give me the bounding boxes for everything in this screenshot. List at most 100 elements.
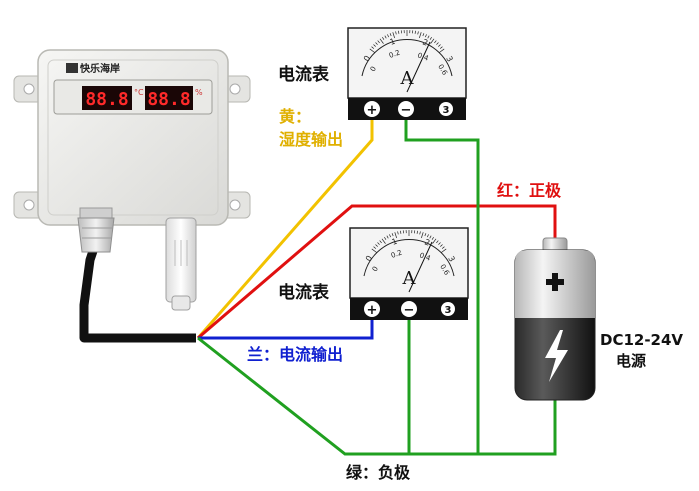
svg-text:0: 0 <box>369 65 378 73</box>
yellow-wire <box>196 118 374 339</box>
black-cable <box>79 243 196 343</box>
meter-tick <box>441 246 445 249</box>
display-temperature: 88.8 <box>85 89 128 110</box>
meter-tick <box>400 230 402 234</box>
blue-wire-label: 兰：电流输出 <box>247 345 343 364</box>
meter-tick <box>438 44 441 47</box>
svg-text:3: 3 <box>443 105 450 116</box>
meter-tick <box>371 46 375 49</box>
meter-tick <box>392 32 395 39</box>
meter-tick <box>387 34 390 38</box>
meter-tick <box>434 40 437 44</box>
meter-tick <box>439 46 443 49</box>
terminal-negative <box>401 301 417 317</box>
meter-tick <box>429 235 432 239</box>
meter-tick <box>391 233 394 237</box>
meter-tick <box>436 42 439 45</box>
svg-text:0.2: 0.2 <box>388 49 401 60</box>
green-wire-meter-top <box>404 118 480 454</box>
svg-text:0: 0 <box>371 265 380 273</box>
meter-tick <box>375 244 378 247</box>
svg-text:1: 1 <box>389 37 397 47</box>
meter-tick <box>421 232 424 239</box>
meter-tick <box>432 238 437 244</box>
meter-tick <box>431 236 434 240</box>
meter-tick <box>375 42 378 45</box>
meter-tick <box>379 240 382 244</box>
terminal-positive <box>364 101 380 117</box>
svg-text:−: − <box>401 103 412 118</box>
meter-needle <box>408 241 433 293</box>
yellow-wire-label-1: 黄： <box>279 107 311 126</box>
meter-tick <box>422 33 425 37</box>
meter-tick <box>394 232 397 239</box>
unit-temperature: °C <box>134 88 144 97</box>
battery <box>514 237 596 401</box>
meter-tick <box>430 38 435 44</box>
meter-tick <box>417 31 419 35</box>
meter-tick <box>384 35 387 39</box>
meter-tick <box>377 242 380 245</box>
sensor-device: 快乐海岸 88.8 88.8 °C % <box>13 49 251 311</box>
plus-icon <box>546 273 564 291</box>
meter-tick <box>397 231 399 235</box>
meter-tick <box>414 30 416 34</box>
wires <box>79 118 557 456</box>
meter-tick <box>424 233 427 237</box>
ammeter-bottom: 0 1 2 3 0 0.2 0.4 0.6 A + − 3 <box>349 227 469 320</box>
svg-text:+: + <box>367 103 378 118</box>
meter-tick <box>381 238 386 244</box>
meter-tick <box>373 44 376 47</box>
battery-voltage-label: DC12-24V <box>600 331 683 349</box>
meter-tick <box>386 235 389 239</box>
blue-wire <box>198 318 374 340</box>
meter-tick <box>439 48 445 53</box>
meter-tick <box>438 242 441 245</box>
meter-tick <box>382 36 385 40</box>
meter-tick <box>426 234 429 238</box>
meter-tick <box>377 40 380 44</box>
meter-tick <box>389 234 392 238</box>
meter-tick <box>398 30 400 34</box>
meter-tick <box>419 32 422 39</box>
meter-tick <box>369 48 375 53</box>
svg-text:1: 1 <box>391 237 399 247</box>
meter-tick <box>429 36 432 40</box>
meter-tick <box>436 240 439 244</box>
meter-tick <box>371 248 377 253</box>
meter-tick <box>416 230 418 234</box>
meter-tick <box>384 236 387 240</box>
svg-text:3: 3 <box>446 255 456 264</box>
scale-major-labels: 0 1 2 3 <box>364 237 457 264</box>
meter-needle <box>406 41 431 93</box>
green-wire-label: 绿：负极 <box>346 463 411 482</box>
meter-tick <box>440 244 443 247</box>
meter-tick <box>389 33 392 37</box>
meter-unit: A <box>400 68 415 89</box>
meter-tick <box>373 246 377 249</box>
svg-text:3: 3 <box>445 305 452 316</box>
scale-major-labels: 0 1 2 3 <box>362 37 455 64</box>
meter-tick <box>419 231 421 235</box>
meter-tick <box>424 34 427 38</box>
yellow-wire-label-2: 湿度输出 <box>278 130 343 149</box>
brand-logo: 快乐海岸 <box>66 62 120 75</box>
terminal-3 <box>439 102 453 116</box>
cable-gland <box>77 207 115 253</box>
terminal-positive <box>364 301 380 317</box>
svg-text:2: 2 <box>423 237 431 247</box>
humidity-probe <box>165 217 197 311</box>
battery-power-label: 电源 <box>616 352 646 370</box>
meter-tick <box>379 38 384 44</box>
ammeter-top: 0 1 2 3 0 0.2 0.4 0.6 A + − 3 <box>347 27 467 120</box>
red-wire-label: 红：正极 <box>497 181 562 200</box>
meter-bottom-label: 电流表 <box>278 282 330 303</box>
svg-text:快乐海岸: 快乐海岸 <box>79 62 120 75</box>
svg-text:2: 2 <box>421 37 429 47</box>
meter-tick <box>427 35 430 39</box>
svg-text:+: + <box>367 303 378 318</box>
svg-text:−: − <box>404 303 415 318</box>
sensor-housing <box>37 49 229 226</box>
green-wire <box>197 336 557 456</box>
